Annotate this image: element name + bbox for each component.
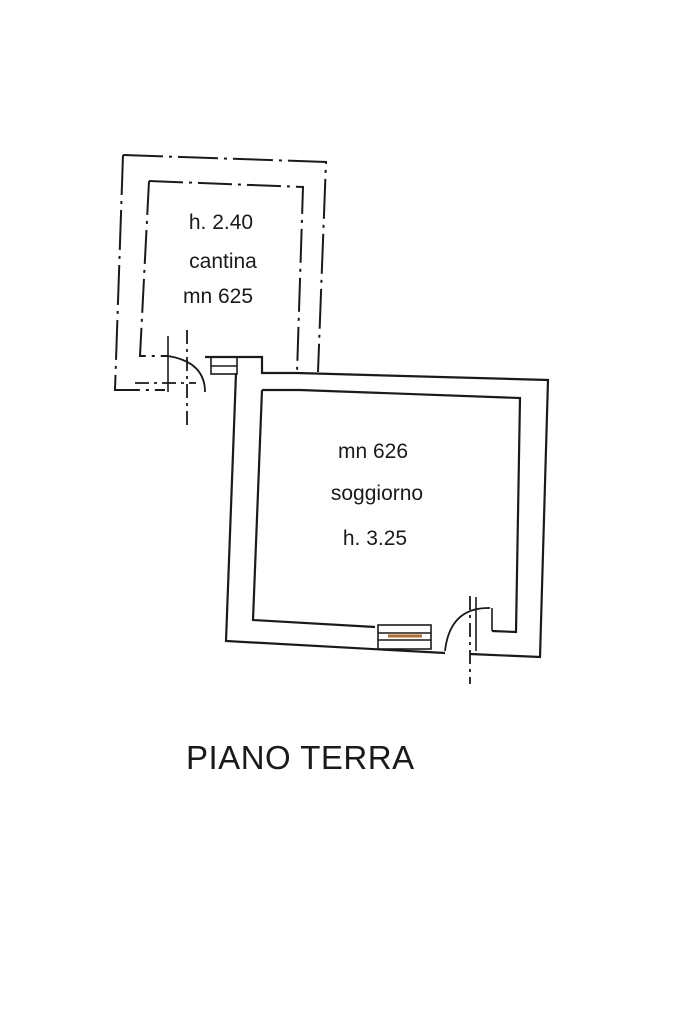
soggiorno-height-label: h. 3.25	[343, 527, 407, 550]
soggiorno-parcel-label: mn 626	[338, 440, 408, 463]
cantina-door-arc	[167, 355, 206, 393]
floor-title: PIANO TERRA	[186, 739, 415, 776]
soggiorno-inner-wall	[251, 388, 522, 634]
cantina-name-label: cantina	[189, 250, 257, 273]
soggiorno-door-arc	[444, 607, 491, 652]
soggiorno-room: mn 626 soggiorno h. 3.25	[224, 371, 550, 684]
soggiorno-window	[377, 624, 432, 650]
cantina-parcel-label: mn 625	[183, 285, 253, 308]
cantina-passage-wall	[205, 355, 297, 375]
soggiorno-outer-wall	[224, 371, 550, 659]
cantina-height-label: h. 2.40	[189, 211, 253, 234]
cantina-inner-wall	[138, 180, 305, 374]
soggiorno-name-label: soggiorno	[331, 482, 423, 505]
cantina-outer-wall	[113, 154, 328, 391]
cantina-room: h. 2.40 cantina mn 625	[113, 154, 328, 428]
